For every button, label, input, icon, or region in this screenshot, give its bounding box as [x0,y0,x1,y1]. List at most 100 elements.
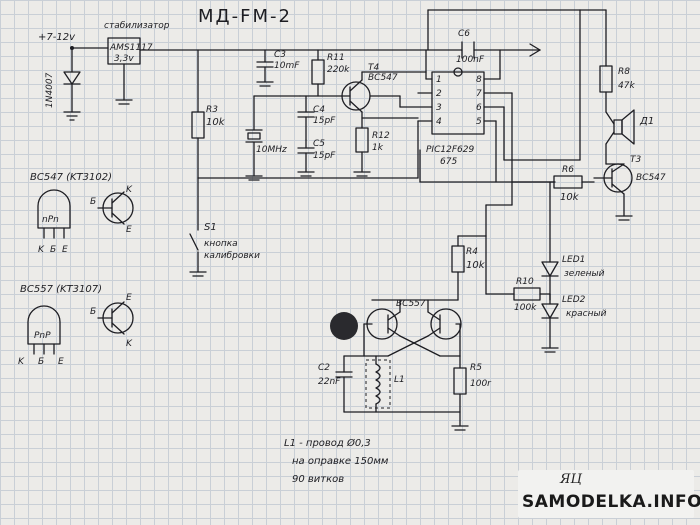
npn-sym-b: Б [90,197,96,207]
capacitor-c4: C4 15pF [297,95,336,141]
pnp-pin-e: E [58,357,64,367]
s1-desc-line2: калибровки [204,251,260,261]
r5-ref: R5 [470,363,482,373]
crystal-oscillator: 10MHz [245,95,301,181]
c5-ref: C5 [313,139,325,149]
watermark-text: SAMODELKA.INFO [522,492,700,512]
c3-value: 10mF [274,61,300,71]
watermark-logo: ЯЦ [560,472,582,487]
pnp-pin-b: Б [38,357,44,367]
c4-value: 15pF [313,116,336,126]
voltage-regulator: стабилизатор AMS1117 3,3v [104,21,170,105]
pin-1: 1 [436,75,442,85]
coil-note-line1: L1 - провод Ø0,3 [284,437,371,449]
resistor-r10: R10 100k [485,235,551,313]
pnp-body-label: PnP [34,331,51,341]
npn-sym-k: K [126,185,133,195]
switch-s1: S1 кнопка калибровки [189,177,260,277]
t3-ref: T3 [630,155,641,165]
s1-ref: S1 [204,222,217,233]
diode-label: 1N4007 [45,72,55,108]
led2-color: красный [566,309,607,319]
pnp-sym-k: K [126,339,133,349]
transistor-t3: T3 BC547 [593,155,666,221]
c5-value: 15pF [313,151,336,161]
r12-ref: R12 [372,131,390,141]
led1-ref: LED1 [562,255,585,265]
resistor-r3: R3 10k [191,49,419,179]
resistor-r12: R12 1k [353,117,419,177]
capacitor-c6: C6 100nF [425,29,501,73]
r4-ref: R4 [466,247,478,257]
coil-note-line3: 90 витков [292,474,344,485]
t3-type: BC547 [636,173,666,183]
l1-ref: L1 [394,375,405,385]
resistor-r4: R4 10k [451,204,513,301]
c2-ref: C2 [318,363,330,373]
c2-value: 22nF [318,377,341,387]
npn-pin-k: K [38,245,45,255]
pin-8: 8 [476,75,482,85]
r3-value: 10k [206,117,226,128]
coil-l1: L1 [365,355,405,413]
ink-blot [330,312,358,340]
resistor-r11: R11 220k [299,49,350,97]
r6-value: 10k [560,192,580,203]
t4-ref: T4 [368,63,379,73]
c6-ref: C6 [458,29,470,39]
resistor-r5: R5 100r [343,355,492,431]
t4-type: BC547 [368,73,398,83]
resistor-r6: R6 10k [511,165,595,203]
led1-color: зеленый [564,269,605,279]
speaker-d1: Д1 [605,109,654,165]
r4-value: 10k [466,260,486,271]
pin-7: 7 [476,89,482,99]
r11-ref: R11 [327,53,345,63]
supply-rail [139,43,541,57]
power-input: +7-12v 1N4007 [38,32,109,121]
pnp-pin-k: K [18,357,25,367]
speaker-label: Д1 [639,116,654,127]
capacitor-c2: C2 22nF [318,355,365,413]
mcu-part: PIC12F629 [426,145,474,155]
capacitor-c5: C5 15pF [297,139,336,177]
supply-voltage-label: +7-12v [38,32,76,43]
r10-ref: R10 [516,277,534,287]
npn-sym-e: E [126,225,132,235]
stabilizer-label: стабилизатор [104,21,170,31]
npn-pin-e: E [62,245,68,255]
regulator-part-label: AMS1117 [109,43,153,53]
pin-5: 5 [476,117,482,127]
npn-pin-b: Б [50,245,56,255]
pin-6: 6 [476,103,482,113]
s1-desc-line1: кнопка [204,239,238,249]
r8-ref: R8 [618,67,630,77]
r6-ref: R6 [562,165,574,175]
coil-note: L1 - провод Ø0,3 на оправке 150мм 90 вит… [284,437,389,485]
c6-value: 100nF [456,55,485,65]
watermark-box [518,470,694,518]
c4-ref: C4 [313,105,325,115]
r8-value: 47k [618,81,635,91]
r12-value: 1k [372,143,384,153]
legend-pnp: BC557 (KT3107) PnP K Б E E Б K [18,284,134,367]
coil-note-line2: на оправке 150мм [292,456,389,467]
r10-value: 100k [514,303,537,313]
r5-value: 100r [470,379,492,389]
microcontroller-pic: 1 2 3 4 5 6 7 8 PIC12F629 675 [369,9,581,206]
pnp-sym-b: Б [90,307,96,317]
r11-value: 220k [327,65,350,75]
npn-legend-title: BC547 (KT3102) [30,172,112,183]
oscillator-transistors: BC557 [330,299,462,357]
capacitor-c3: C3 10mF [256,49,300,87]
pin-2: 2 [436,89,442,99]
osc-transistor-type: BC557 [396,299,426,309]
pnp-sym-e: E [126,293,132,303]
pin-4: 4 [436,117,442,127]
resistor-r8: R8 47k [579,9,635,113]
schematic-title: МД-FM-2 [198,6,292,27]
r3-ref: R3 [206,105,218,115]
c3-ref: C3 [274,50,286,60]
led2-ref: LED2 [562,295,586,305]
